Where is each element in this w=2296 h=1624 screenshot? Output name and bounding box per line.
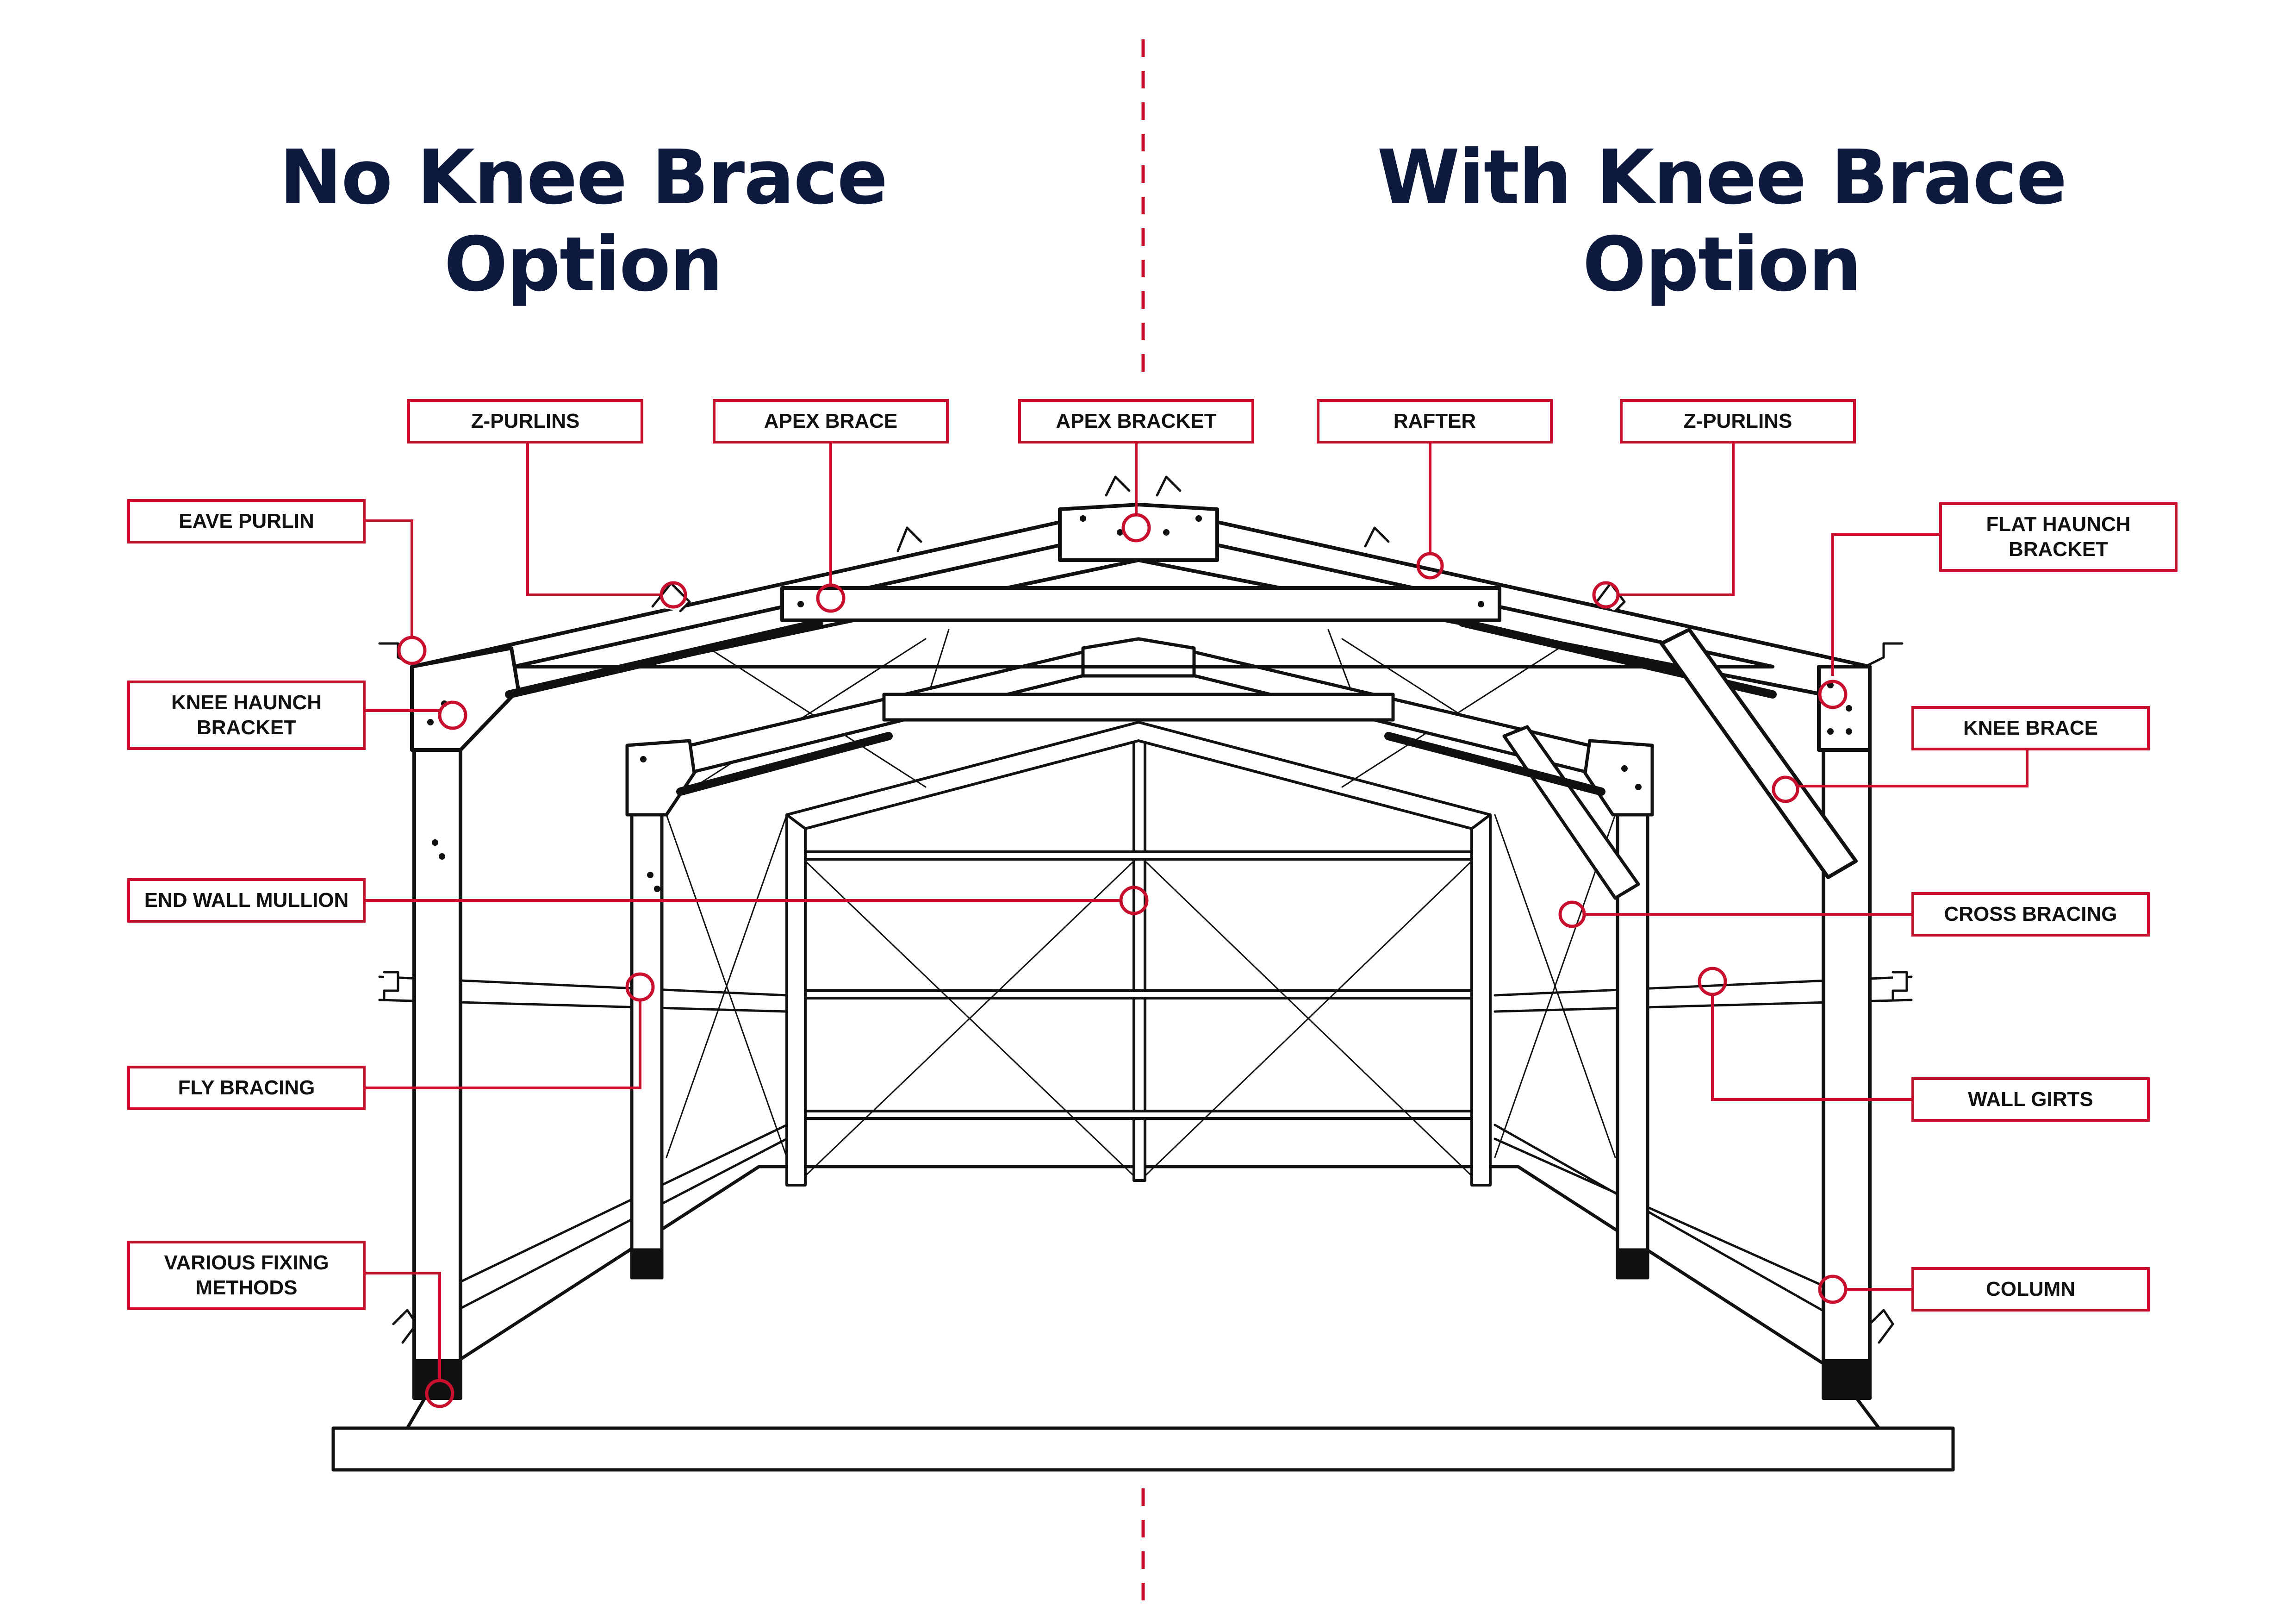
marker-knee-haunch-bracket: [438, 700, 467, 730]
marker-wall-girts: [1698, 967, 1727, 996]
label-rafter: RAFTER: [1317, 399, 1553, 443]
label-knee-haunch-bracket: KNEE HAUNCH BRACKET: [127, 681, 366, 750]
marker-knee-brace: [1772, 775, 1799, 803]
label-cross-bracing: CROSS BRACING: [1911, 892, 2150, 937]
marker-apex-brace: [816, 583, 846, 613]
label-fly-bracing: FLY BRACING: [127, 1066, 366, 1110]
knee-brace-middle: [1502, 725, 1640, 900]
label-flat-haunch-bracket: FLAT HAUNCH BRACKET: [1939, 502, 2178, 572]
label-apex-bracket: APEX BRACKET: [1018, 399, 1254, 443]
marker-column: [1818, 1274, 1848, 1304]
title-left-line1: No Knee Brace: [279, 134, 888, 221]
label-wall-girts: WALL GIRTS: [1911, 1077, 2150, 1122]
marker-end-wall-mullion: [1119, 886, 1149, 915]
back-end-wall: [785, 721, 1492, 1187]
title-left-line2: Option: [444, 221, 723, 308]
label-eave-purlin: EAVE PURLIN: [127, 499, 366, 543]
callout-leaders: [366, 443, 2028, 1382]
marker-eave-purlin: [397, 636, 427, 665]
marker-rafter: [1416, 552, 1444, 580]
title-no-knee-brace: No Knee Brace Option: [190, 134, 977, 308]
label-end-wall-mullion: END WALL MULLION: [127, 878, 366, 923]
marker-fly-bracing: [625, 972, 655, 1002]
label-z-purlins-left: Z-PURLINS: [407, 399, 643, 443]
knee-brace-front: [1660, 628, 1858, 879]
middle-portal-frame: [625, 637, 1654, 1280]
marker-z-purlins-left: [660, 581, 687, 609]
marker-apex-bracket: [1121, 513, 1151, 543]
label-column: COLUMN: [1911, 1267, 2150, 1312]
marker-flat-haunch-bracket: [1818, 680, 1848, 709]
z-purlin-profiles: [651, 475, 1626, 612]
callout-markers: [397, 513, 1848, 1408]
label-various-fixing-methods: VARIOUS FIXING METHODS: [127, 1241, 366, 1310]
label-z-purlins-right: Z-PURLINS: [1620, 399, 1856, 443]
marker-z-purlins-right: [1592, 581, 1620, 609]
concrete-slab: [331, 1165, 1955, 1472]
marker-cross-bracing: [1558, 900, 1586, 928]
title-with-knee-brace: With Knee Brace Option: [1328, 134, 2115, 308]
label-apex-brace: APEX BRACE: [713, 399, 949, 443]
title-right-line1: With Knee Brace: [1377, 134, 2067, 221]
frame-structure: [331, 475, 1955, 1472]
end-wall-cross-bracing: [666, 814, 1616, 1177]
marker-various-fixing-methods: [425, 1379, 454, 1408]
title-right-line2: Option: [1582, 221, 1861, 308]
label-knee-brace: KNEE BRACE: [1911, 706, 2150, 750]
